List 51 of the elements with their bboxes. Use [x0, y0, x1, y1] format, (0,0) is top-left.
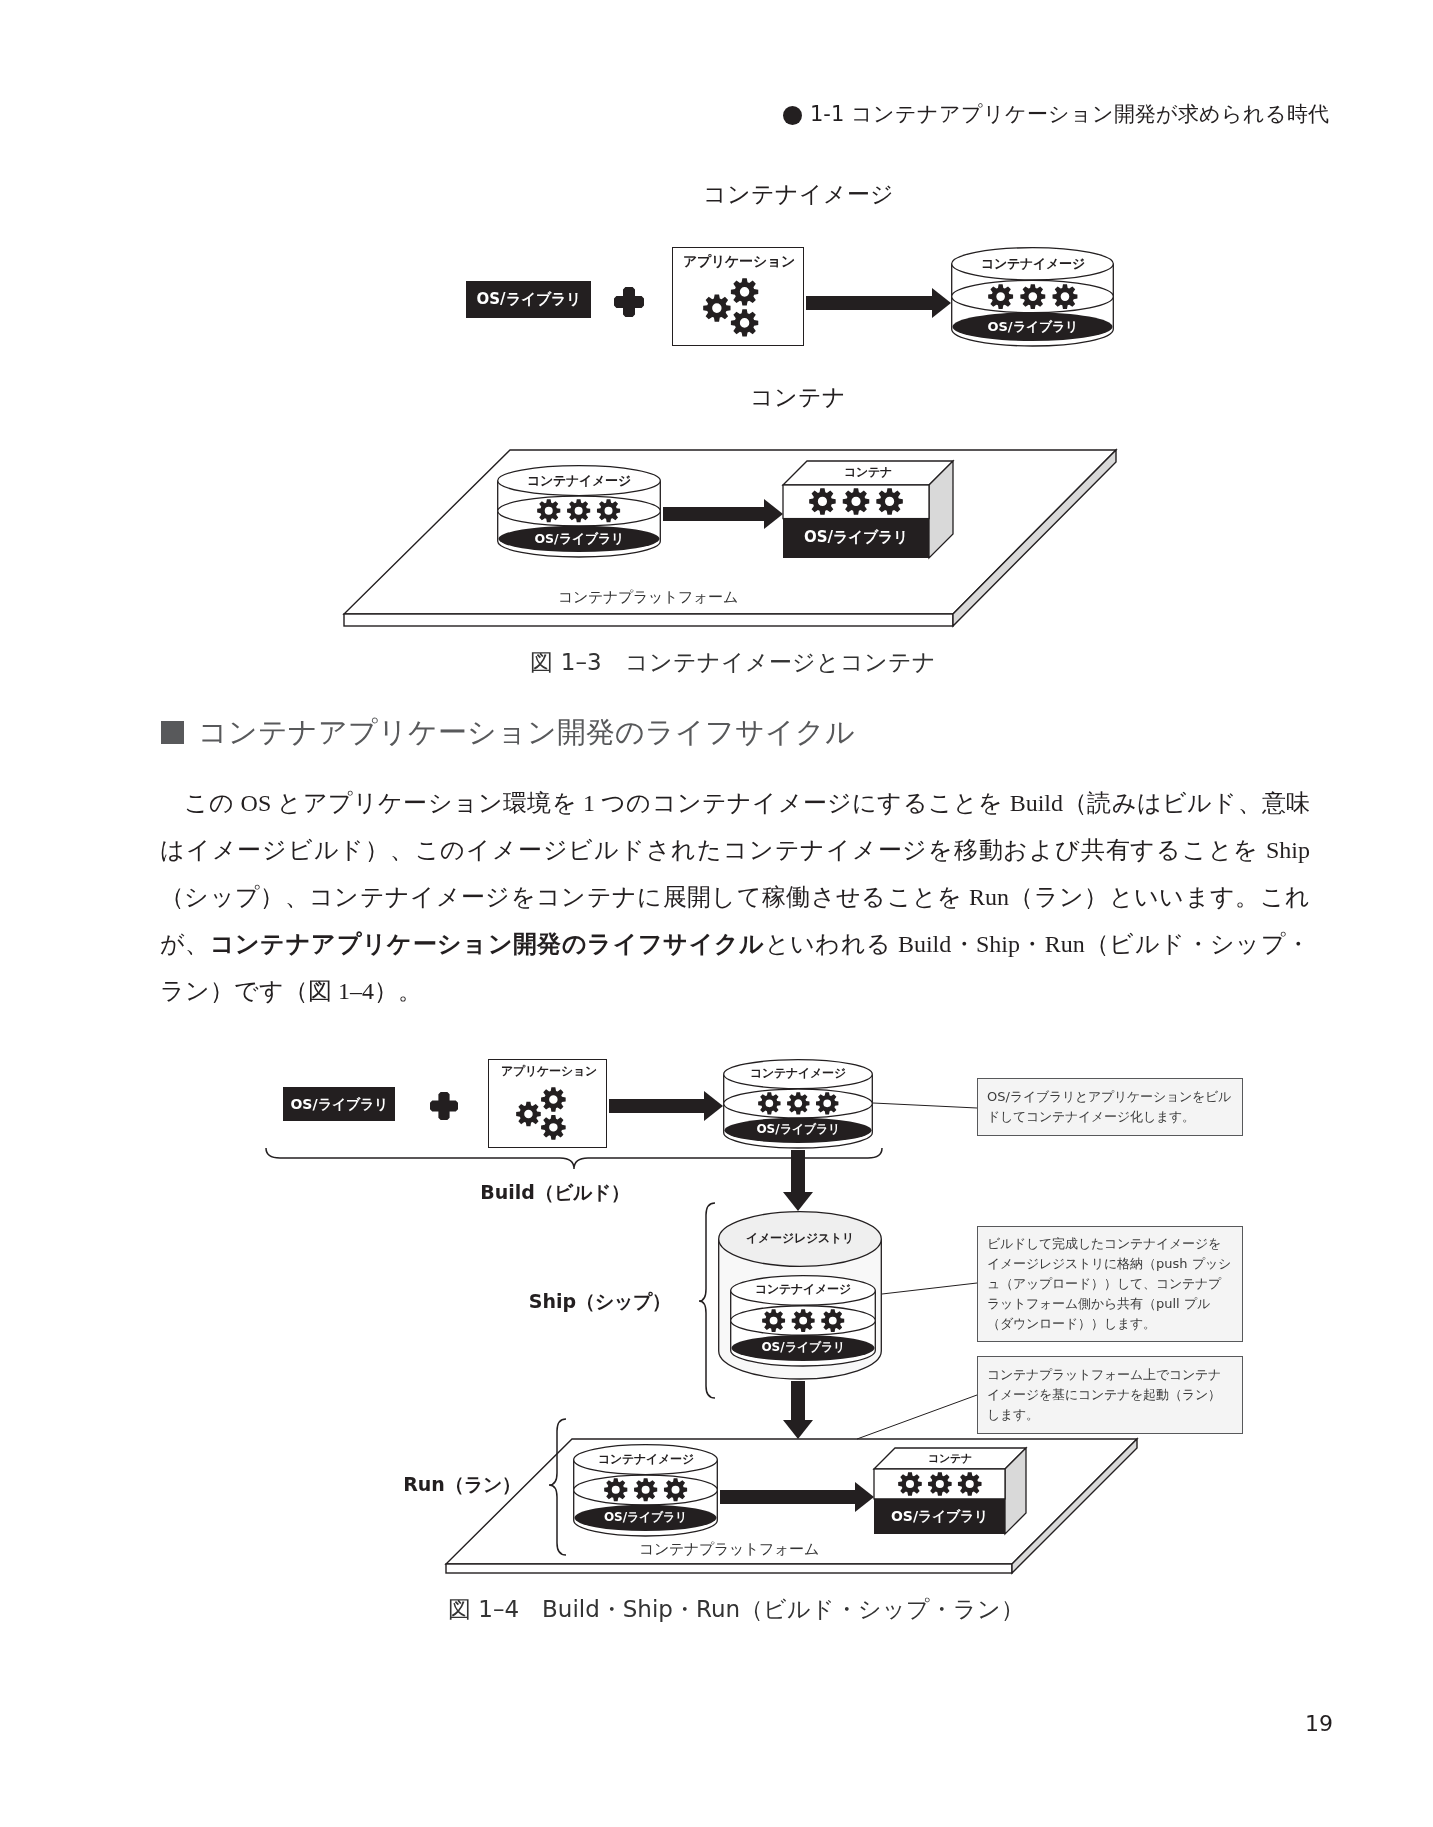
- application-panel: [488, 1059, 607, 1148]
- running-header: 1-1 コンテナアプリケーション開発が求められる時代: [810, 102, 1329, 128]
- node-label: アプリケーション: [500, 1064, 597, 1079]
- filled-block: [466, 281, 591, 318]
- node-label: コンテナイメージ: [755, 1283, 851, 1298]
- note-box: [977, 1356, 1243, 1434]
- section-heading: コンテナアプリケーション開発のライフサイクル: [198, 714, 855, 750]
- node-label: OS/ライブラリ: [603, 1510, 688, 1525]
- node-label: コンテナ: [844, 466, 892, 480]
- node-label: OS/ライブラリ: [890, 1508, 989, 1525]
- note-text: コンテナプラットフォーム上でコンテナイメージを基にコンテナを起動（ラン）します。: [987, 1366, 1222, 1424]
- block-arrow: [806, 288, 951, 318]
- stage-label: Ship（シップ）: [528, 1289, 672, 1313]
- node-label: コンテナイメージ: [527, 473, 631, 488]
- node-label: コンテナ: [928, 1452, 972, 1465]
- application-panel: [672, 247, 804, 346]
- node-label: OS/ライブラリ: [987, 319, 1078, 335]
- filled-block: [283, 1087, 395, 1121]
- note-text: OS/ライブラリとアプリケーションをビルドしてコンテナイメージ化します。: [987, 1088, 1232, 1126]
- node-label: コンテナプラットフォーム: [558, 589, 738, 607]
- block-arrow: [720, 1482, 874, 1512]
- node-label: アプリケーション: [683, 252, 795, 269]
- leader-line: [881, 1282, 978, 1295]
- node-label: OS/ライブラリ: [761, 1341, 845, 1355]
- leader-line: [856, 1394, 978, 1440]
- node-label: コンテナイメージ: [750, 1067, 846, 1081]
- block-arrow: [663, 499, 783, 529]
- figure-heading: コンテナイメージ: [702, 181, 894, 209]
- node-label: OS/ライブラリ: [534, 531, 624, 547]
- block-arrow: [783, 1381, 813, 1439]
- leader-line: [872, 1102, 978, 1109]
- stage-label: Build（ビルド）: [480, 1180, 630, 1204]
- node-label: OS/ライブラリ: [804, 529, 908, 547]
- node-label: イメージレジストリ: [746, 1232, 854, 1246]
- node-label: OS/ライブラリ: [756, 1123, 840, 1138]
- block-arrow: [609, 1091, 723, 1121]
- block-arrow: [783, 1150, 813, 1211]
- body-paragraph: この OS とアプリケーション環境を 1 つのコンテナイメージにすることを Build（読みはビルド、意味はイメージビルド）、このイメージビルドされたコンテナイメージを移動および共有することを Ship（シップ）、コンテナイメージをコンテナに展開して稼働させることを Run（ラン）といいます。これが、コンテナアプリケーション開発のライフサイクルといわれる Build・Ship・Run（ビルド・シップ・ラン）です（図 1–4）。: [160, 789, 1310, 1006]
- figure-caption: 図 1–3 コンテナイメージとコンテナ: [530, 649, 936, 677]
- note-box: [977, 1226, 1243, 1342]
- note-box: [977, 1078, 1243, 1136]
- stage-label: Run（ラン）: [403, 1472, 521, 1496]
- node-label: コンテナイメージ: [597, 1452, 694, 1467]
- figure-heading: コンテナ: [750, 384, 846, 412]
- page-number: 19: [1305, 1710, 1333, 1738]
- note-text: ビルドして完成したコンテナイメージをイメージレジストリに格納（push プッシュ（アップロード））して、コンテナプラットフォーム側から共有（pull プル（ダウンロード））します。: [987, 1235, 1232, 1333]
- figure-caption: 図 1–4 Build・Ship・Run（ビルド・シップ・ラン）: [447, 1596, 1025, 1624]
- node-label: OS/ライブラリ: [476, 290, 581, 309]
- node-label: コンテナプラットフォーム: [639, 1541, 819, 1559]
- node-label: コンテナイメージ: [980, 256, 1085, 272]
- node-label: OS/ライブラリ: [290, 1095, 388, 1113]
